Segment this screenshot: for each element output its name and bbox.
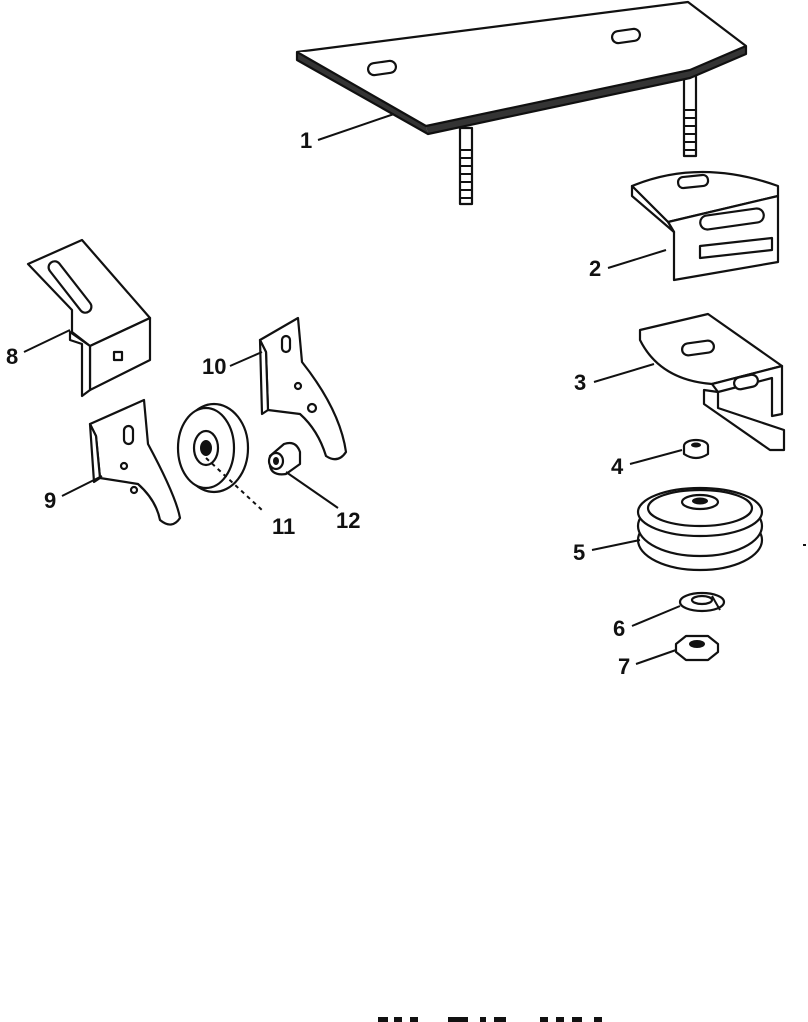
leader-6 (631, 605, 681, 627)
part-3-lower-bracket (638, 312, 786, 452)
part-7-hex-nut (674, 634, 720, 662)
leader-lines (23, 113, 683, 665)
callout-9: 9 (44, 488, 56, 513)
callout-12: 12 (336, 508, 360, 533)
callout-11: 11 (272, 514, 295, 539)
part-10-idler-arm-right (258, 316, 348, 461)
part-11-idler-pulley (176, 402, 263, 511)
callout-6: 6 (613, 616, 625, 641)
part-8-idler-mount-bracket (26, 238, 152, 398)
part-2-upper-bracket (630, 170, 780, 282)
part-5-pulley (636, 486, 764, 572)
leader-1 (317, 113, 395, 141)
plate-slot-right (610, 27, 642, 45)
leader-2 (607, 249, 667, 269)
leader-5 (591, 539, 641, 551)
leader-8 (23, 329, 71, 353)
leader-9 (61, 475, 103, 497)
part-12-bushing (267, 441, 302, 476)
leader-4 (629, 449, 683, 465)
plate-slot-left (366, 59, 398, 77)
callout-10: 10 (202, 354, 226, 379)
cropped-footer-marks (378, 1017, 602, 1022)
leader-10 (229, 351, 263, 367)
callout-4: 4 (611, 454, 624, 479)
callout-7: 7 (618, 654, 630, 679)
stud-right (682, 74, 698, 158)
callout-1: 1 (300, 128, 312, 153)
part-9-idler-arm-left (88, 398, 182, 526)
part-4-spacer (682, 438, 710, 460)
leader-7 (635, 649, 677, 665)
callout-5: 5 (573, 540, 585, 565)
leader-12 (285, 471, 339, 509)
callout-labels: 1 2 3 4 5 6 7 8 9 10 11 12 (6, 128, 630, 679)
part-1-mounting-plate (295, 0, 748, 206)
part-6-lock-washer (678, 591, 726, 613)
callout-2: 2 (589, 256, 601, 281)
callout-8: 8 (6, 344, 18, 369)
callout-3: 3 (574, 370, 586, 395)
stud-left (458, 126, 474, 206)
leader-3 (593, 363, 655, 383)
